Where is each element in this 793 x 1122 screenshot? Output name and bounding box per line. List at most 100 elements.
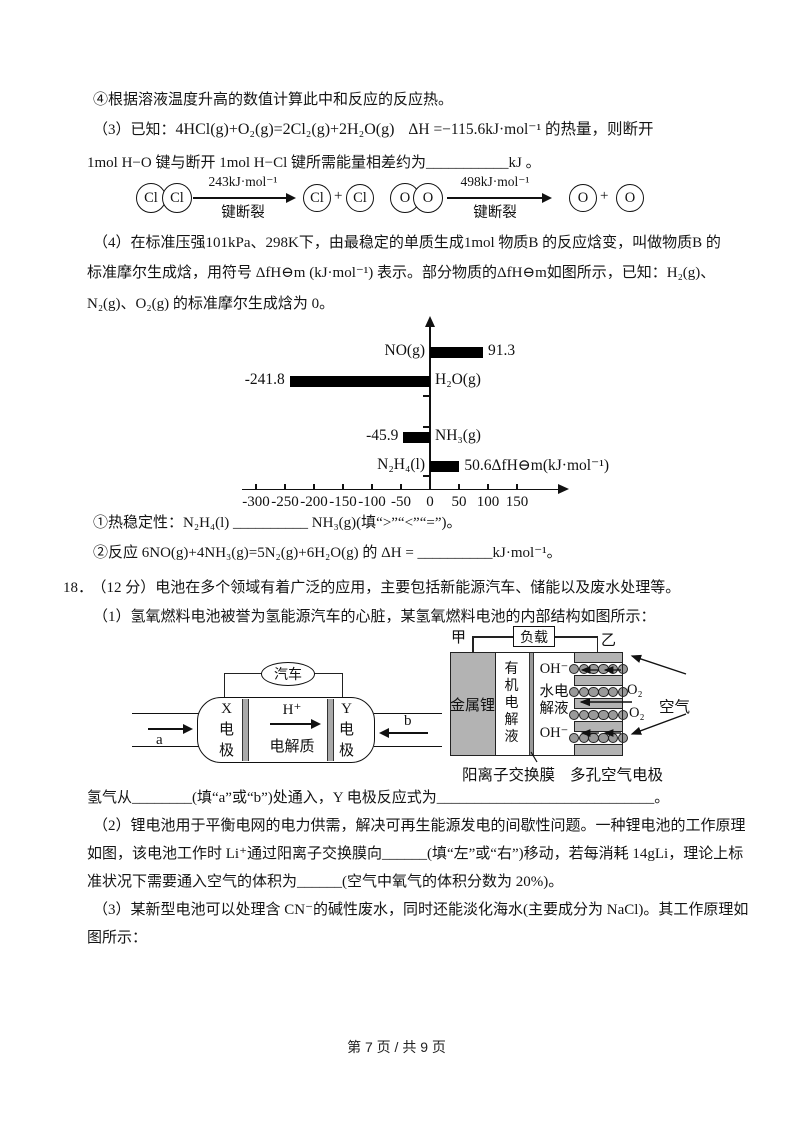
- x-axis: [242, 488, 560, 491]
- oxygen-top-label: O₂: [627, 682, 643, 698]
- x-tick-label: 100: [476, 494, 500, 510]
- x-tick-label: -100: [358, 494, 386, 510]
- gas-inlet-pipe-b: [374, 713, 442, 747]
- reaction-arrow: [193, 193, 296, 202]
- x-tick: [313, 484, 315, 489]
- x-tick: [371, 484, 373, 489]
- electrode-block: [574, 744, 623, 756]
- electrode-y-plate: [327, 699, 334, 761]
- question-line: （4）在标准压强101kPa、298K下，由最稳定的单质生成1mol 物质B 的…: [93, 235, 721, 251]
- y-axis-arrow: [424, 316, 435, 327]
- proton-flow-arrow: [270, 719, 321, 728]
- plus-sign: +: [334, 188, 343, 204]
- electrode-block: [574, 652, 623, 663]
- question-line: 氢气从________(填“a”或“b”)处通入，Y 电极反应式为_______…: [87, 790, 670, 806]
- question-line: ①热稳定性：N₂H₄(l) __________ NH₃(g)(填“>”“<”“…: [93, 515, 462, 531]
- x-tick-label: 0: [426, 494, 434, 510]
- cl-atom: Cl: [303, 184, 331, 212]
- organic-electrolyte-region: 有机电解液: [496, 652, 529, 756]
- membrane-caption: 阳离子交换膜: [462, 767, 556, 784]
- electrode-x-plate: [242, 699, 249, 761]
- x-tick: [516, 484, 518, 489]
- x-tick: [284, 484, 286, 489]
- question-18-header: 18．（12 分）电池在多个领域有着广泛的应用，主要包括新能源汽车、储能以及废水…: [63, 576, 680, 597]
- reaction-arrow: [447, 193, 552, 202]
- bar: [289, 375, 430, 387]
- question-line: ④根据溶液温度升高的数值计算此中和反应的反应热。: [93, 92, 454, 108]
- bond-energy-label: 498kJ·mol⁻¹: [460, 174, 530, 189]
- catalyst-bead-row: [568, 663, 629, 675]
- cation-exchange-membrane: [529, 652, 534, 756]
- y-axis-tick: [423, 395, 430, 397]
- category-label: NO(g): [384, 342, 425, 359]
- axis-title: ΔfH⊖m(kJ·mol⁻¹): [491, 457, 610, 474]
- fuel-cell-diagram: 汽车 a b X电极 Y电极 H⁺ 电解质: [130, 628, 465, 780]
- y-axis: [429, 323, 431, 490]
- bond-break-label: 键断裂: [473, 205, 517, 221]
- inlet-b-label: b: [404, 713, 412, 729]
- x-tick-label: -300: [242, 494, 270, 510]
- gas-flow-arrow-b: [379, 728, 428, 737]
- oxygen-bottom-label: O₂: [629, 705, 645, 721]
- lithium-anode-label: 金属锂: [450, 697, 496, 714]
- x-tick: [255, 484, 257, 489]
- catalyst-bead: [568, 709, 580, 721]
- catalyst-bead: [617, 732, 629, 744]
- load-box: 负载: [513, 626, 555, 647]
- question-line: ②反应 6NO(g)+4NH₃(g)=5N₂(g)+6H₂O(g) 的 ΔH =…: [93, 545, 562, 561]
- category-label: NH₃(g): [435, 427, 481, 444]
- value-label: -45.9: [366, 427, 399, 444]
- catalyst-bead: [607, 663, 619, 675]
- x-tick-label: 150: [505, 494, 529, 510]
- gas-inlet-pipe-a: [132, 713, 199, 747]
- aqueous-electrolyte-region: OH⁻ 水电解液 OH⁻: [534, 652, 574, 756]
- x-tick-label: -250: [271, 494, 299, 510]
- organic-electrolyte-label: 有机电解液: [504, 662, 519, 745]
- x-tick-label: -150: [329, 494, 357, 510]
- y-axis-tick: [423, 426, 430, 428]
- lithium-anode: 金属锂: [450, 652, 496, 756]
- question-line: （3）某新型电池可以处理含 CN⁻的碱性废水，同时还能淡化海水(主要成分为 Na…: [93, 902, 749, 918]
- bar: [430, 460, 460, 472]
- x-tick-label: -200: [300, 494, 328, 510]
- delta-h-value: ΔH =−115.6kJ·mol⁻¹ 的热量，则断开: [408, 121, 654, 138]
- gas-flow-arrow-a: [148, 724, 193, 733]
- x-tick: [458, 484, 460, 489]
- category-label: H₂O(g): [435, 371, 481, 388]
- catalyst-bead: [568, 686, 580, 698]
- question-line: 标准摩尔生成焓，用符号 ΔfH⊖m (kJ·mol⁻¹) 表示。部分物质的ΔfH…: [87, 265, 716, 281]
- terminal-jia-label: 甲: [451, 630, 467, 646]
- electrode-block: [574, 675, 623, 686]
- footer-page-number: 第 7 页 / 共 9 页: [347, 1039, 446, 1055]
- air-label: 空气: [659, 699, 691, 716]
- electrode-x-label: X电极: [218, 701, 234, 759]
- bond-breaking-diagram: Cl Cl 243kJ·mol⁻¹ 键断裂 Cl + Cl O O 498kJ·…: [130, 170, 670, 232]
- value-label: 50.6ΔfH⊖m(kJ·mol⁻¹): [464, 457, 610, 474]
- aqueous-electrolyte-label: 水电解液: [539, 684, 569, 717]
- x-tick: [429, 484, 431, 489]
- air-flow-arrow-up: [630, 654, 687, 675]
- porous-air-electrode: [568, 652, 629, 756]
- catalyst-bead: [607, 686, 619, 698]
- q3-prefix: （3）已知：: [93, 122, 176, 138]
- category-label: N₂H₄(l): [377, 456, 425, 473]
- cell-body: [197, 697, 375, 763]
- terminal-yi-label: 乙: [601, 633, 617, 649]
- question-line: 准状况下需要通入空气的体积为______(空气中氧气的体积分数为 20%)。: [87, 874, 564, 890]
- chem-equation: 4HCl(g)+O₂(g)=2Cl₂(g)+2H₂O(g): [175, 121, 395, 138]
- catalyst-bead-row: [568, 686, 629, 698]
- x-tick: [342, 484, 344, 489]
- air-electrode-caption: 多孔空气电极: [570, 767, 664, 784]
- bond-energy-label: 243kJ·mol⁻¹: [208, 174, 278, 189]
- bar: [403, 431, 430, 443]
- catalyst-bead-row: [568, 709, 629, 721]
- catalyst-bead: [607, 709, 619, 721]
- inlet-a-label: a: [156, 732, 163, 748]
- catalyst-bead-row: [568, 732, 629, 744]
- proton-label: H⁺: [282, 702, 302, 718]
- question-line: 图所示：: [87, 930, 148, 946]
- lithium-battery-diagram: 负载 甲 乙 金属锂 有机电解液 OH⁻ 水电解液 OH⁻ O₂ O₂ 空气 阳…: [440, 622, 745, 790]
- question-line: （1）氢氧燃料电池被誉为氢能源汽车的心脏，某氢氧燃料电池的内部结构如图所示：: [93, 609, 656, 625]
